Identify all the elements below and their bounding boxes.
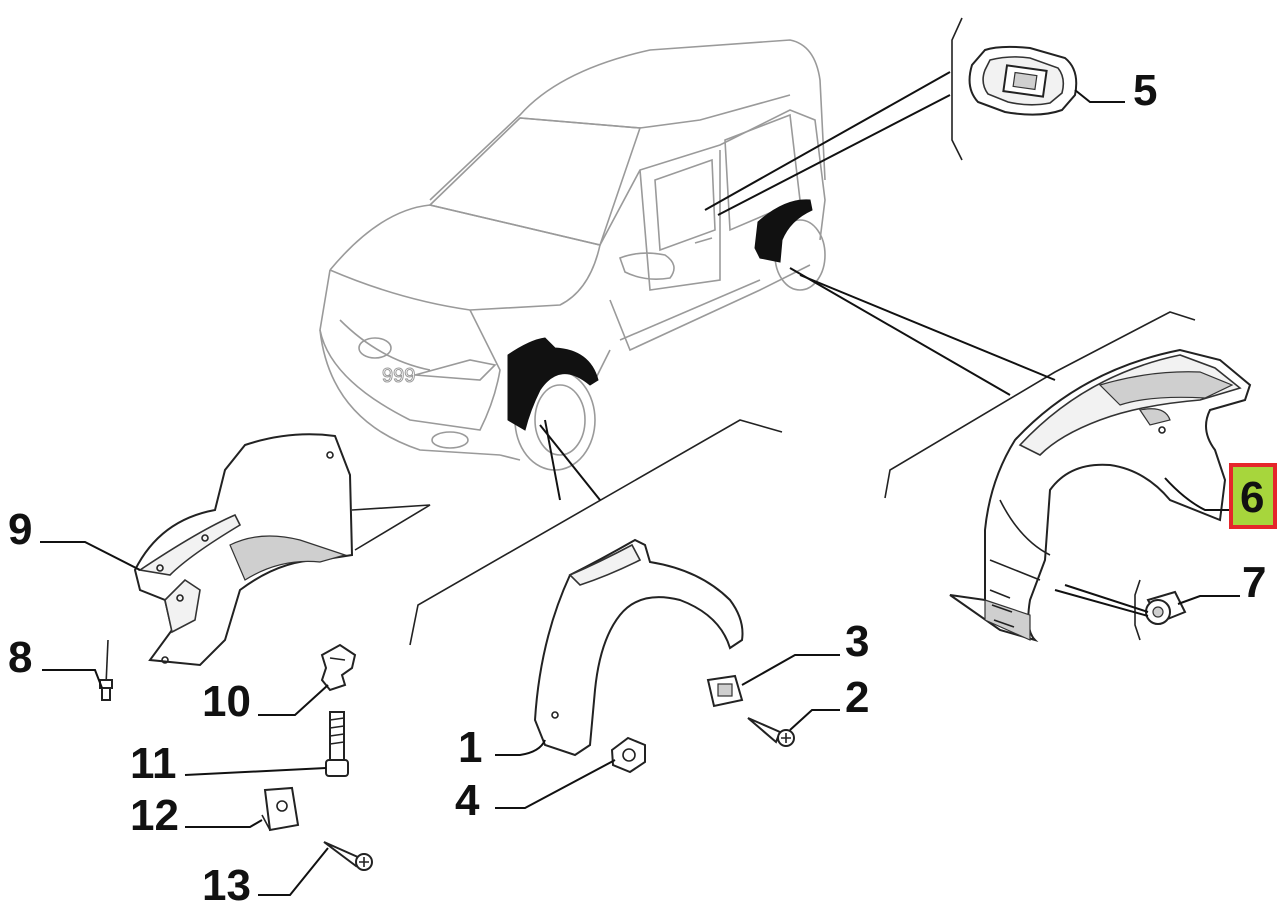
callout-6[interactable]: 6 — [1240, 473, 1264, 522]
part-5-plug — [951, 17, 1078, 161]
callout-9[interactable]: 9 — [8, 505, 32, 554]
svg-text:999: 999 — [382, 365, 415, 387]
callout-5[interactable]: 5 — [1133, 66, 1157, 115]
front-liner-on-car — [507, 337, 599, 431]
callout-4[interactable]: 4 — [455, 776, 480, 825]
callout-3[interactable]: 3 — [845, 617, 869, 666]
callout-labels: 1 2 3 4 5 6 7 8 9 10 11 12 13 — [8, 66, 1266, 910]
part-13-screw — [323, 841, 373, 871]
car-outline: 999 — [319, 39, 826, 471]
callout-11[interactable]: 11 — [130, 739, 177, 788]
part-3-nut-clip — [706, 674, 744, 708]
part-10-clip — [320, 643, 357, 692]
part-4-hex-nut — [610, 736, 646, 774]
callout-2[interactable]: 2 — [845, 673, 869, 722]
part-1-front-liner — [409, 419, 783, 757]
part-7-push-clip — [1134, 579, 1187, 641]
callout-6-highlight[interactable] — [1229, 463, 1277, 529]
part-6-rear-liner — [884, 311, 1252, 643]
callout-13[interactable]: 13 — [202, 861, 251, 910]
callout-8[interactable]: 8 — [8, 633, 32, 682]
part-11-bolt — [325, 711, 349, 777]
callout-12[interactable]: 12 — [130, 791, 179, 840]
callout-7[interactable]: 7 — [1242, 558, 1266, 607]
callout-10[interactable]: 10 — [202, 677, 251, 726]
callout-1[interactable]: 1 — [458, 723, 482, 772]
part-2-screw — [747, 717, 795, 747]
part-9-front-liner — [133, 433, 431, 667]
leader-lines — [40, 71, 1245, 896]
rear-liner-on-car — [754, 199, 813, 263]
part-12-speed-nut — [261, 786, 300, 832]
part-8-rivet — [99, 639, 113, 701]
